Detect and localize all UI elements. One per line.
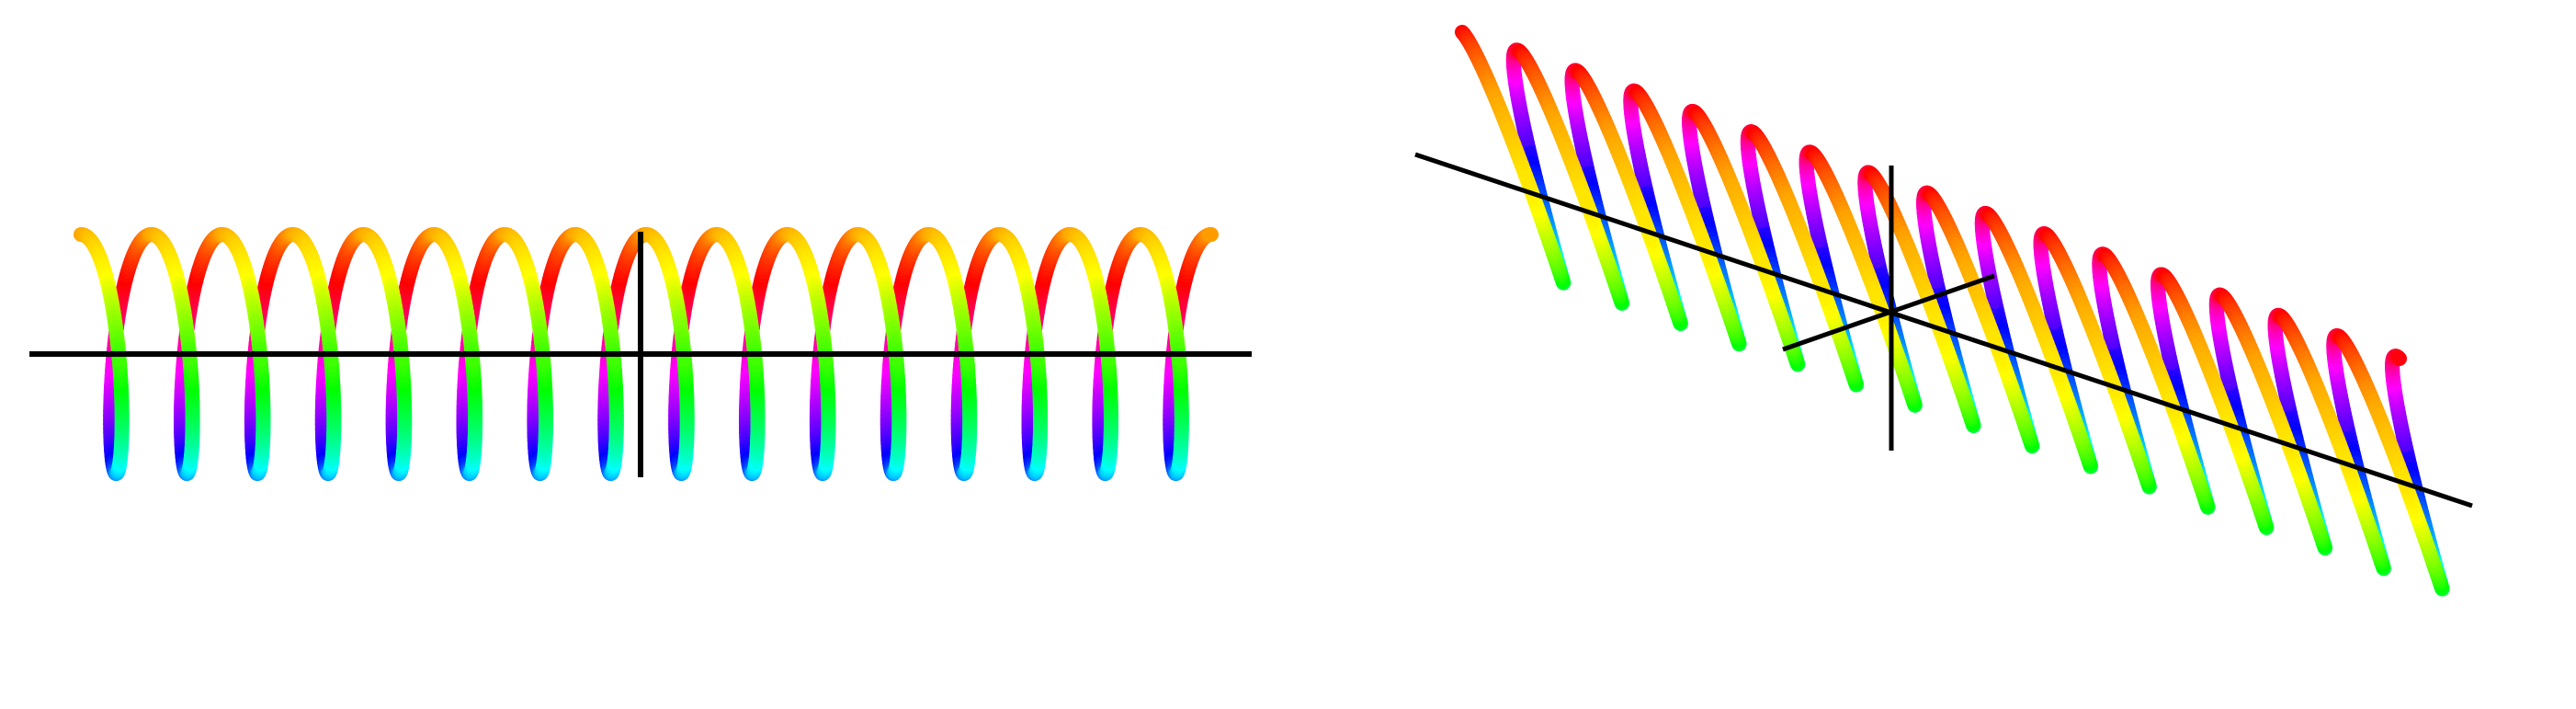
oblique-helix-segment [1694, 229, 1711, 250]
oblique-view-panel [1414, 25, 2473, 597]
y-axis-line [1782, 273, 1995, 352]
oblique-view-helix [1455, 25, 2450, 597]
oblique-helix-segment [1987, 331, 2004, 352]
oblique-helix-segment [1928, 311, 1946, 332]
side-view-helix [74, 227, 1219, 481]
oblique-view-axes [1414, 152, 2473, 509]
oblique-helix-segment [1753, 249, 1770, 270]
oblique-helix-segment [1635, 209, 1652, 230]
oblique-helix-segment [1576, 189, 1594, 209]
oblique-helix-segment [1518, 168, 1536, 189]
x-axis-line [1414, 152, 2473, 509]
side-view-panel [29, 227, 1252, 481]
oblique-helix-segment [1869, 291, 1887, 311]
oblique-helix-segment [2390, 349, 2407, 366]
side-view-axes [29, 232, 1252, 477]
oblique-helix-segment [2045, 351, 2062, 372]
oblique-helix-segment [1810, 270, 1828, 291]
